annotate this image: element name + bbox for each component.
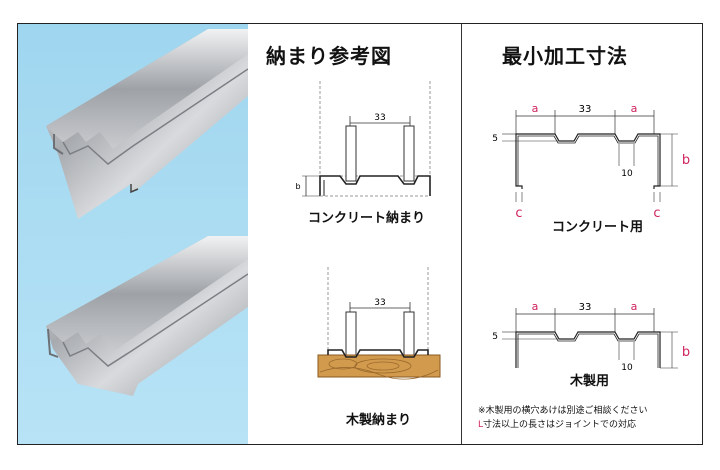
concrete-c-labels: c c [515,206,660,221]
note-joint-text: 寸法以上の長さはジョイントでの対応 [483,420,637,430]
minimum-dimensions-panel: 最小加工寸法 a 33 a 5 10 b [462,24,702,444]
product-photo [18,24,249,444]
note-horizontal-holes: ※木製用の横穴あけは別途ご相談ください [478,406,648,416]
wood-ten-label: 10 [621,363,633,372]
wood-profile-caption: 木製用 [570,374,610,389]
concrete-c-right-label: c [653,206,660,221]
concrete-a-right-label: a [631,102,638,115]
concrete-profile-diagram: a 33 a 5 10 b [492,102,690,202]
wood-b-label: b [682,345,690,360]
concrete-fitting-width-label: 33 [374,113,385,123]
concrete-profile-caption: コンクリート用 [552,220,644,235]
concrete-c-left-label: c [515,206,522,221]
wood-five-label: 5 [492,332,498,342]
wood-fitting-width-label: 33 [374,298,385,308]
wood-a-left-label: a [532,300,539,313]
reference-diagram-title: 納まり参考図 [266,44,392,68]
concrete-profile-line [515,133,661,189]
concrete-width-label: 33 [579,104,592,115]
wood-profile-line [515,331,661,368]
concrete-fitting-diagram: 33 b [295,81,431,197]
wood-width-label: 33 [579,302,592,313]
wood-a-right-label: a [631,300,638,313]
wood-fitting-caption: 木製納まり [346,413,412,428]
wood-block [317,354,441,378]
content-frame: 納まり参考図 33 b コンクリート納まり [17,23,703,445]
concrete-five-label: 5 [492,134,498,144]
minimum-dimensions-title: 最小加工寸法 [502,44,628,68]
wood-profile-diagram: a 33 a 5 10 b [492,300,690,372]
channel-photo-concrete [46,29,249,219]
concrete-b-label: b [682,153,690,168]
note-joint: L寸法以上の長さはジョイントでの対応 [478,418,636,432]
product-photo-panel [18,24,249,444]
concrete-a-left-label: a [532,102,539,115]
concrete-fitting-caption: コンクリート納まり [308,211,426,226]
wood-fitting-diagram: 33 [317,267,441,380]
channel-photo-wood [46,236,249,396]
concrete-fitting-b-label: b [295,182,300,191]
panel-divider [461,24,462,444]
concrete-ten-label: 10 [621,169,633,179]
reference-diagram-panel: 納まり参考図 33 b コンクリート納まり [248,24,461,444]
note-l-marker: L [478,420,484,430]
